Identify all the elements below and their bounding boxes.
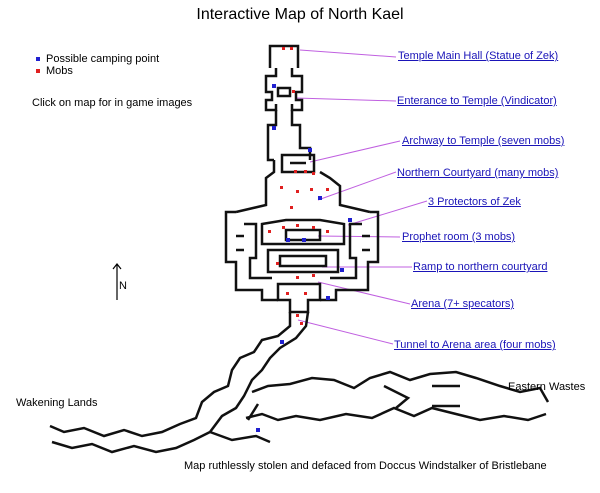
- camp-point[interactable]: [280, 340, 284, 344]
- camp-point[interactable]: [272, 126, 276, 130]
- legend-mob: Mobs: [36, 65, 159, 77]
- mob-points: [268, 47, 329, 325]
- legend-mob-label: Mobs: [46, 65, 73, 77]
- link-arena[interactable]: Arena (7+ specators): [411, 298, 515, 310]
- camp-point[interactable]: [318, 196, 322, 200]
- mob-point[interactable]: [304, 170, 307, 173]
- exit-east-label: Eastern Wastes: [508, 381, 586, 393]
- mob-point[interactable]: [290, 47, 293, 50]
- legend: Possible camping point Mobs: [36, 53, 159, 77]
- map-title: Interactive Map of North Kael: [196, 6, 404, 23]
- camp-marker-icon: [36, 57, 40, 61]
- camp-points: [256, 84, 352, 432]
- mob-point[interactable]: [268, 230, 271, 233]
- mob-point[interactable]: [276, 262, 279, 265]
- mob-point[interactable]: [312, 172, 315, 175]
- mob-point[interactable]: [292, 90, 295, 93]
- mob-point[interactable]: [296, 190, 299, 193]
- link-northern-courtyard[interactable]: Northern Courtyard (many mobs): [397, 167, 559, 179]
- mob-point[interactable]: [282, 47, 285, 50]
- exit-west-label: Wakening Lands: [16, 397, 98, 409]
- mob-point[interactable]: [310, 188, 313, 191]
- tunnel-walls: [49, 311, 550, 454]
- link-prophet-room[interactable]: Prophet room (3 mobs): [402, 231, 516, 243]
- camp-point[interactable]: [302, 238, 306, 242]
- camp-point[interactable]: [272, 84, 276, 88]
- legend-camp: Possible camping point: [36, 53, 159, 65]
- mob-point[interactable]: [280, 186, 283, 189]
- mob-point[interactable]: [290, 206, 293, 209]
- mob-point[interactable]: [326, 188, 329, 191]
- camp-point[interactable]: [256, 428, 260, 432]
- mob-point[interactable]: [300, 322, 303, 325]
- mob-point[interactable]: [294, 170, 297, 173]
- mob-point[interactable]: [312, 226, 315, 229]
- temple-walls: [224, 44, 380, 314]
- mob-marker-icon: [36, 69, 40, 73]
- north-arrow-icon: [112, 263, 122, 300]
- link-temple-main-hall[interactable]: Temple Main Hall (Statue of Zek): [398, 50, 559, 62]
- link-archway[interactable]: Archway to Temple (seven mobs): [402, 135, 565, 147]
- camp-point[interactable]: [348, 218, 352, 222]
- credit-text: Map ruthlessly stolen and defaced from D…: [184, 460, 547, 472]
- camp-point[interactable]: [286, 238, 290, 242]
- mob-point[interactable]: [296, 276, 299, 279]
- mob-point[interactable]: [304, 292, 307, 295]
- legend-camp-label: Possible camping point: [46, 53, 160, 65]
- compass-label: N: [119, 280, 127, 292]
- camp-point[interactable]: [340, 268, 344, 272]
- mob-point[interactable]: [286, 292, 289, 295]
- link-tunnel[interactable]: Tunnel to Arena area (four mobs): [394, 339, 556, 351]
- camp-point[interactable]: [326, 296, 330, 300]
- link-ramp[interactable]: Ramp to northern courtyard: [413, 261, 548, 273]
- hint-text: Click on map for in game images: [32, 97, 193, 109]
- link-protectors[interactable]: 3 Protectors of Zek: [428, 196, 521, 208]
- mob-point[interactable]: [312, 274, 315, 277]
- mob-point[interactable]: [326, 230, 329, 233]
- mob-point[interactable]: [296, 224, 299, 227]
- mob-point[interactable]: [296, 314, 299, 317]
- camp-point[interactable]: [308, 148, 312, 152]
- mob-point[interactable]: [282, 226, 285, 229]
- link-temple-entrance[interactable]: Enterance to Temple (Vindicator): [397, 95, 557, 107]
